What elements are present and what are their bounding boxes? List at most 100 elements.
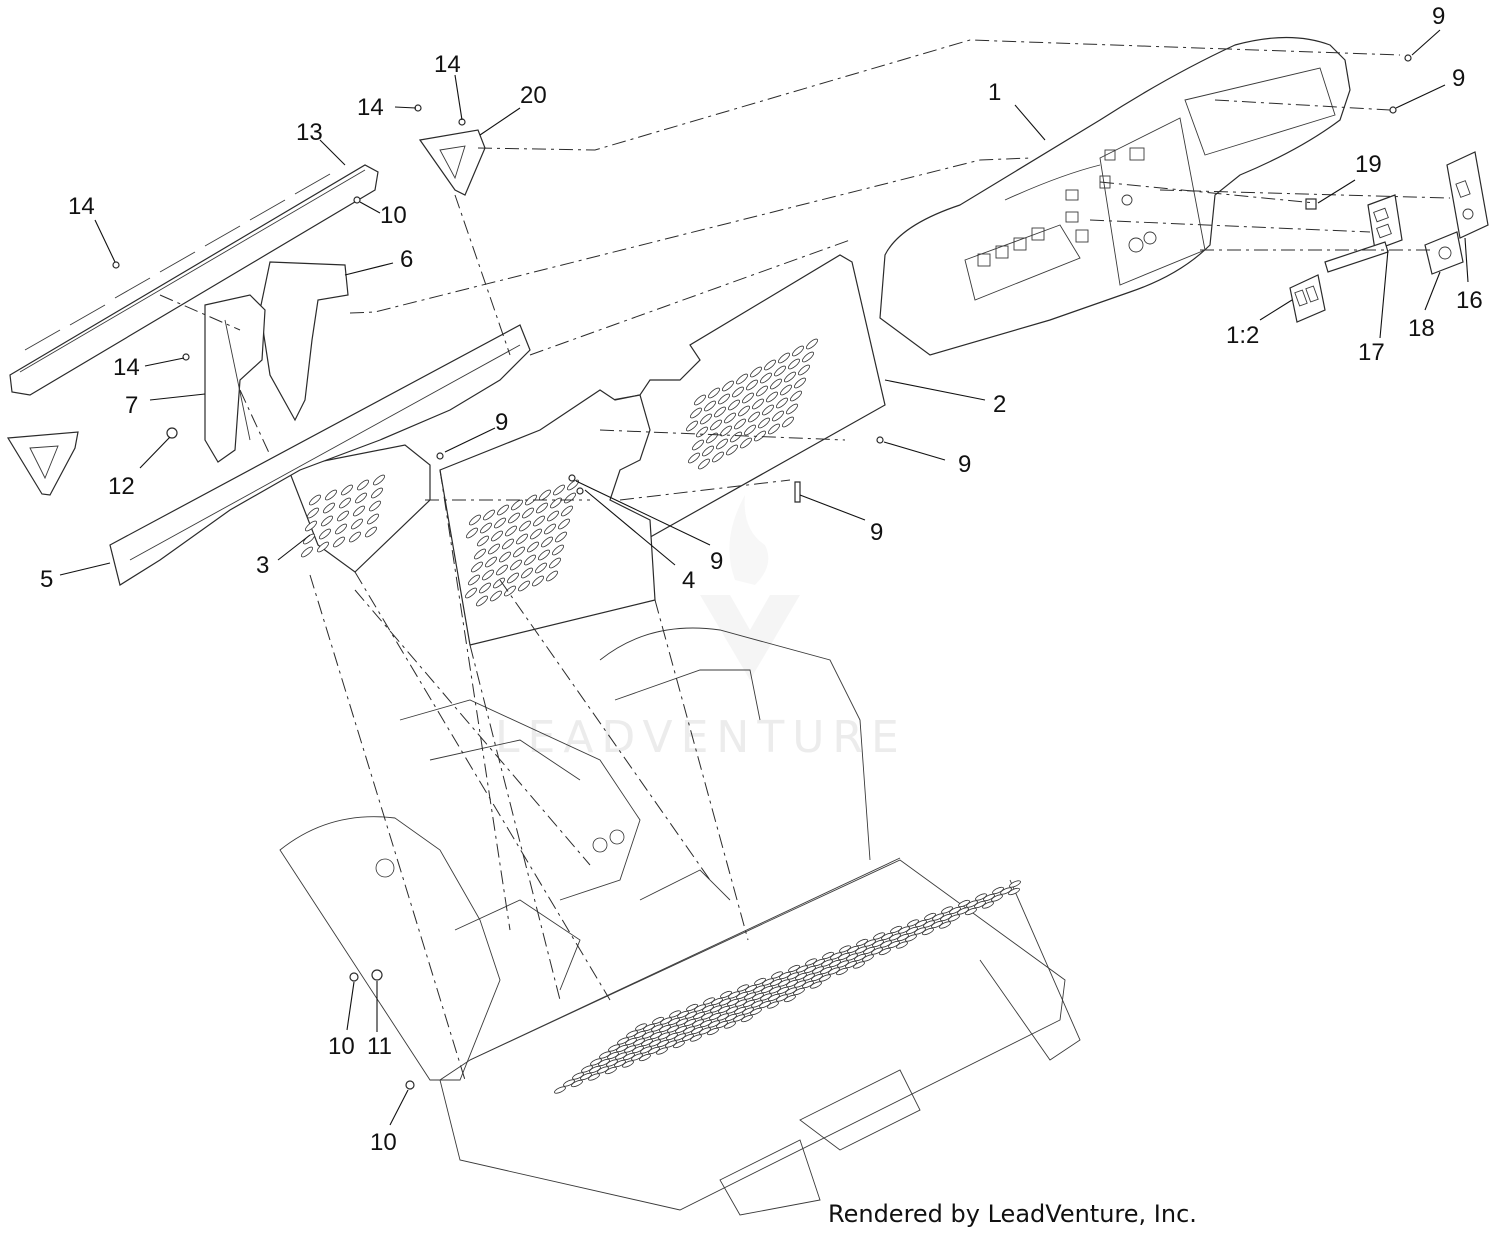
bracket-6 [259,261,349,422]
callout-17: 17 [1358,339,1385,366]
perforation-hole [805,958,817,966]
perforation-hole [773,365,787,377]
perforation-hole [543,523,557,535]
perforation-hole [545,570,559,582]
perforation-hole [673,1040,685,1049]
perforation-hole [701,445,715,457]
callout-16: 16 [1456,287,1483,314]
callout-14-top: 14 [434,51,461,78]
perforation-hole [779,971,791,980]
perforation-hole [820,966,832,975]
bracket-7 [204,294,266,463]
perforation-hole [652,1016,664,1025]
watermark-logo [700,495,800,680]
perforation-hole [744,992,756,1000]
perforation-hole [490,530,504,542]
callout-14-upper: 14 [357,94,384,121]
perforation-hole [785,403,799,415]
perforation-hole [668,1017,680,1026]
perforation-hole [776,994,788,1002]
perforation-hole [855,946,867,954]
perforation-hole [787,972,799,980]
callout-14-lower: 14 [113,354,140,381]
perforation-hole [760,993,772,1001]
perforation-hole [338,497,352,509]
perforation-hole [797,364,811,376]
perforation-hole [691,1026,703,1035]
perforation-hole [599,1051,611,1059]
perforation-hole [348,531,362,543]
perforation-hole [922,927,934,936]
perforation-hole [597,1066,609,1074]
perforation-hole [777,986,789,995]
perforation-hole [838,952,850,961]
perforation-hole [492,577,506,589]
perforation-hole [719,425,733,437]
perforation-hole [753,430,767,442]
perforation-hole [520,567,534,579]
callout-6: 6 [400,246,413,273]
panel-3-perforations [300,474,386,558]
perforation-hole [324,489,338,501]
perforation-hole [941,906,953,914]
perforation-hole [607,1051,619,1060]
perforation-hole [974,900,986,909]
perforation-hole [710,1005,722,1013]
perforation-hole [741,1014,753,1023]
perforation-hole [757,417,771,429]
perforation-hole [839,945,851,953]
perforation-hole [366,513,380,525]
perforation-hole [532,515,546,527]
perforation-hole [791,345,805,357]
perforation-hole [622,1060,634,1068]
perforation-hole [751,398,765,410]
perforation-hole [657,1039,669,1048]
perforation-hole [763,359,777,371]
perforation-hole [1000,887,1012,895]
perforation-hole [752,992,764,1001]
perforation-hole [702,1004,714,1013]
perforation-hole [518,520,532,532]
perforation-hole [888,940,900,949]
perforation-hole [465,527,479,539]
callout-10-bottom: 10 [370,1129,397,1156]
perforation-hole [642,1031,654,1039]
triangle-bracket-left [6,431,79,496]
perforation-hole [845,960,857,969]
perforation-hole [768,993,780,1002]
perforation-hole [641,1038,653,1047]
perforation-hole [762,978,774,986]
perforation-hole [939,921,951,929]
perforation-hole [1009,880,1021,888]
perforation-hole [771,410,785,422]
perforation-hole [975,893,987,901]
perforation-hole [862,954,874,962]
callout-10-left: 10 [328,1033,355,1060]
perforation-hole [694,1004,706,1012]
vehicle-frame [279,627,1081,1216]
perforation-hole [958,899,970,908]
perforation-hole [624,1045,636,1053]
perforation-hole [648,1046,660,1055]
perforation-hole [617,1037,629,1045]
perforation-hole [822,951,834,960]
perforation-hole [749,366,763,378]
perforation-hole [812,966,824,974]
perforation-hole [789,390,803,402]
perforation-hole [804,965,816,974]
perforation-hole [683,1026,695,1034]
perforation-hole [548,557,562,569]
perforation-hole [731,386,745,398]
perforation-hole [649,1039,661,1047]
perforation-hole [711,997,723,1006]
panel-4-perforations [464,479,580,607]
perforation-hole [322,502,336,514]
perforation-hole [906,926,918,935]
perforation-hole [693,394,707,406]
perforation-hole [871,947,883,955]
perforation-hole [481,569,495,581]
perforation-hole [677,1010,689,1019]
perforation-hole [896,941,908,949]
perforation-hole [948,914,960,922]
perforation-hole [724,1021,736,1029]
